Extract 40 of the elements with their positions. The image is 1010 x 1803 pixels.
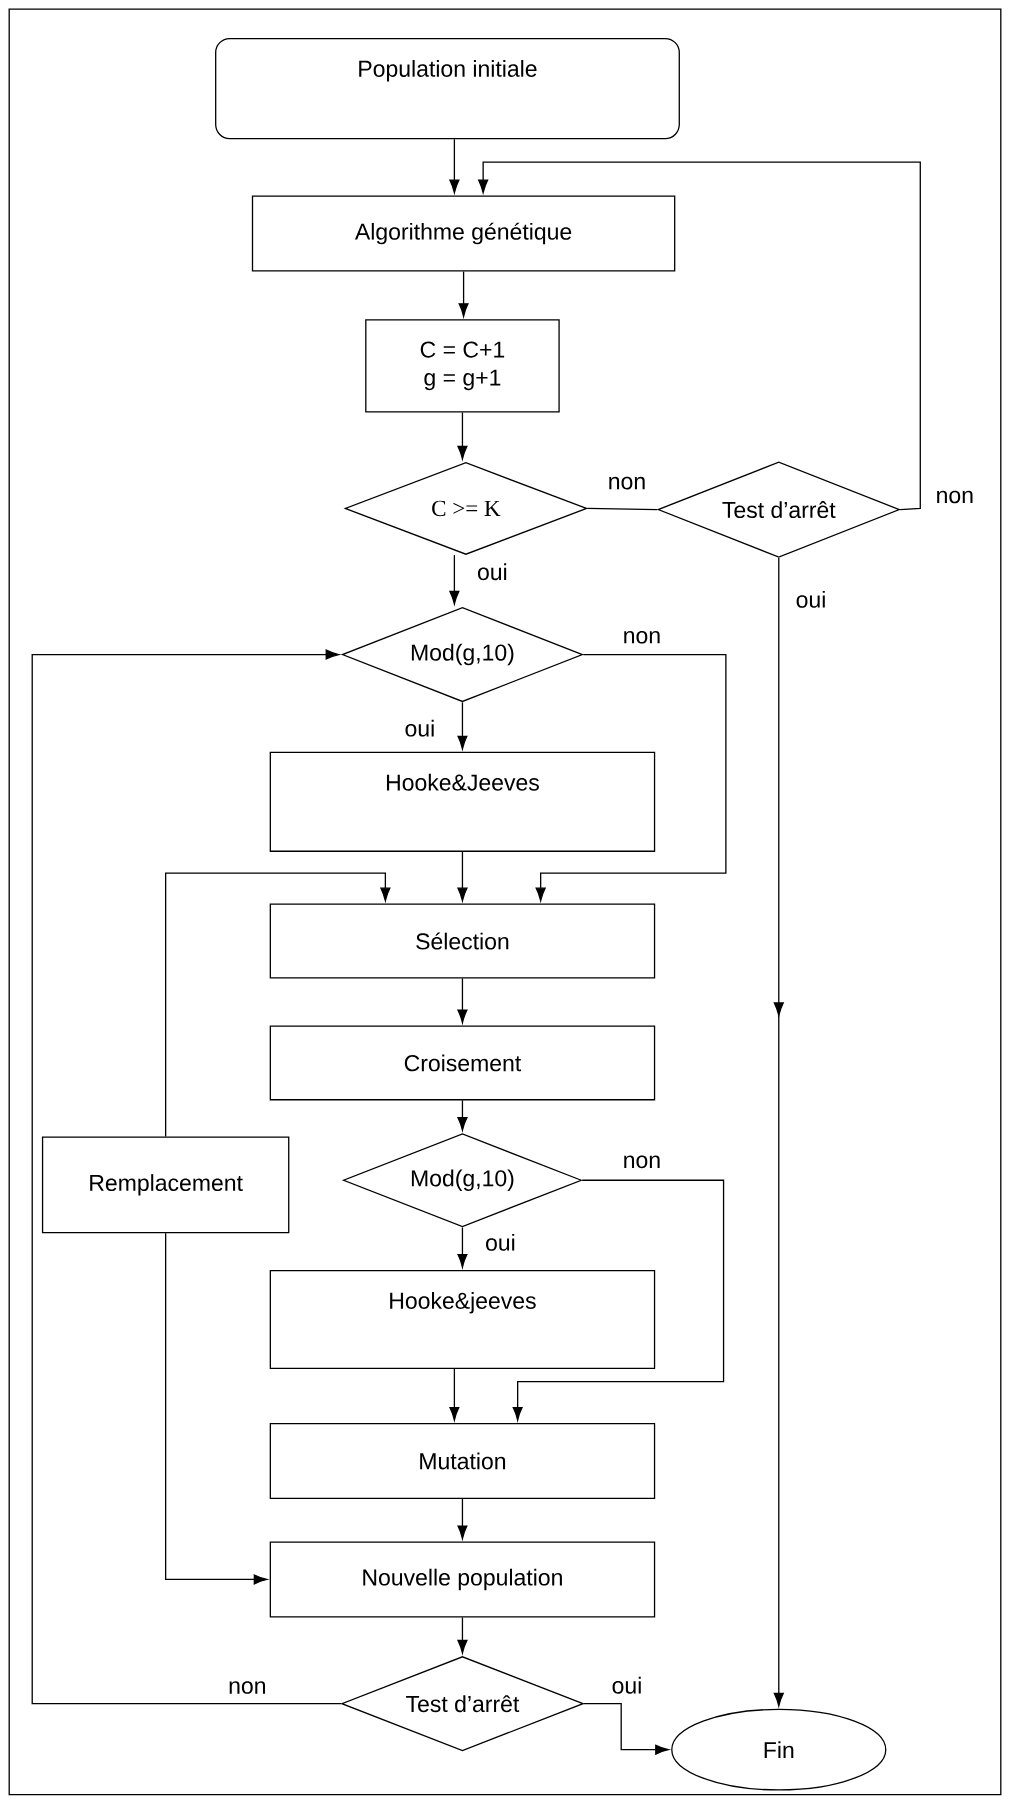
arrow <box>449 1368 460 1421</box>
process-box: Mutation <box>269 1422 656 1499</box>
process-box: Hooke&jeeves <box>269 1269 656 1369</box>
process-box: Sélection <box>269 903 656 979</box>
arrow <box>457 851 468 902</box>
process-box: C = C+1 g = g+1 <box>365 319 560 413</box>
arrow <box>457 1616 468 1654</box>
edge-label: oui <box>610 1675 644 1695</box>
arrow <box>478 161 921 511</box>
process-box: Hooke&Jeeves <box>269 751 656 852</box>
arrow <box>458 270 469 317</box>
start-box: Population initiale <box>215 37 680 140</box>
arrow <box>449 554 460 605</box>
arrow <box>457 411 468 460</box>
edge-label: oui <box>794 589 828 609</box>
process-box: Croisement <box>269 1025 656 1101</box>
arrow <box>449 138 460 194</box>
arrow <box>457 977 468 1024</box>
arrow <box>165 872 391 1138</box>
edge-label: non <box>621 630 663 645</box>
process-box: Nouvelle population <box>269 1541 656 1618</box>
arrow <box>583 1703 669 1755</box>
arrow <box>31 649 342 1705</box>
arrow <box>535 653 727 902</box>
arrow <box>457 1099 468 1131</box>
arrow <box>165 1232 268 1585</box>
edge-label: non <box>606 475 648 491</box>
edge-label: non <box>621 1154 663 1170</box>
edge-label: oui <box>476 562 509 582</box>
arrow <box>457 1498 468 1540</box>
edge-label: oui <box>403 718 437 738</box>
edge-label: oui <box>484 1232 517 1252</box>
arrow <box>457 1226 468 1268</box>
edge-label: non <box>227 1680 268 1695</box>
arrow <box>457 701 468 750</box>
edge-label: non <box>934 489 975 505</box>
arrow <box>512 1179 725 1421</box>
arrow <box>773 557 784 1707</box>
process-box: Remplacement <box>41 1136 290 1234</box>
process-box: Algorithme génétique <box>251 195 676 272</box>
